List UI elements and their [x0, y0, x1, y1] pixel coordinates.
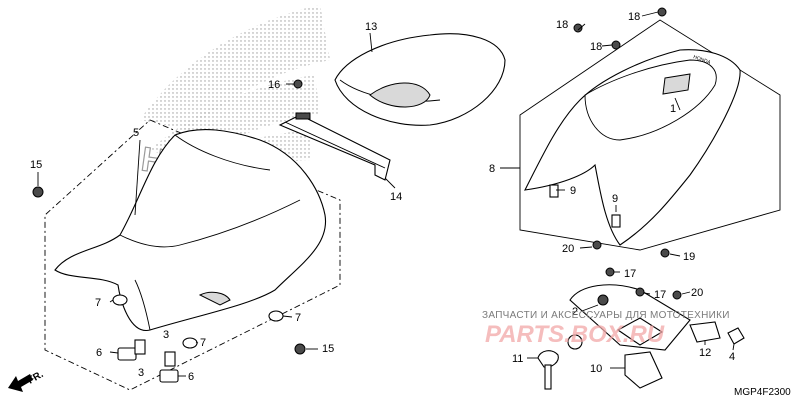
front-seat	[54, 129, 327, 331]
front-arrow-label: FR.	[26, 369, 46, 387]
bolts	[32, 7, 682, 355]
callout-18-c: 18	[628, 11, 640, 23]
callout-10: 10	[590, 363, 602, 375]
callout-17-a: 17	[624, 268, 636, 280]
watermark-text: ЗАПЧАСТИ И АКСЕССУАРЫ ДЛЯ МОТОТЕХНИКИ	[482, 310, 730, 321]
callout-19: 19	[683, 251, 695, 263]
callout-5: 5	[133, 127, 139, 139]
front-direction-arrow: FR.	[8, 369, 46, 392]
clips-and-dampers	[112, 184, 621, 383]
callout-6-b: 6	[188, 371, 194, 383]
callout-15-right: 15	[322, 343, 334, 355]
callout-17-b: 17	[654, 289, 666, 301]
callout-3-a: 3	[163, 329, 169, 341]
callout-labels: 13 16 5 15 14 18 18 18 1 8 9 9 20 19 17 …	[30, 11, 735, 383]
callout-7-b: 7	[200, 337, 206, 349]
rear-seat-cowl: HONDA	[524, 49, 741, 246]
callout-11: 11	[512, 353, 523, 365]
callout-9-a: 9	[570, 185, 576, 197]
callout-1: 1	[670, 103, 676, 115]
callout-4: 4	[729, 351, 735, 363]
rear-cover-group-outline	[519, 19, 781, 251]
callout-9-b: 9	[612, 193, 618, 205]
diagram-code: MGP4F2300	[734, 387, 791, 398]
rear-seat-pad	[334, 33, 506, 126]
callout-14: 14	[390, 191, 402, 203]
callout-15-left: 15	[30, 159, 42, 171]
seat-catch-assembly	[569, 284, 691, 351]
callout-2: 2	[572, 306, 578, 318]
callout-8: 8	[489, 163, 495, 175]
leader-lines	[37, 11, 735, 377]
callout-13: 13	[365, 21, 377, 33]
callout-20-b: 20	[691, 287, 703, 299]
callout-12: 12	[699, 347, 711, 359]
callout-16: 16	[268, 79, 280, 91]
callout-6-a: 6	[96, 347, 102, 359]
callout-18-a: 18	[556, 19, 568, 31]
callout-18-b: 18	[590, 41, 602, 53]
seat-strap-bracket	[278, 112, 391, 181]
watermark: ЗАПЧАСТИ И АКСЕССУАРЫ ДЛЯ МОТОТЕХНИКИ PA…	[482, 310, 730, 348]
callout-7-c: 7	[295, 312, 301, 324]
arrow-icon	[8, 374, 33, 392]
seat-lock-parts	[537, 321, 745, 390]
callout-7-a: 7	[95, 297, 101, 309]
callout-20-a: 20	[562, 243, 574, 255]
watermark-logo: PARTS.BOX.RU	[485, 321, 665, 348]
callout-3-b: 3	[138, 367, 144, 379]
front-seat-group-outline	[44, 119, 341, 391]
